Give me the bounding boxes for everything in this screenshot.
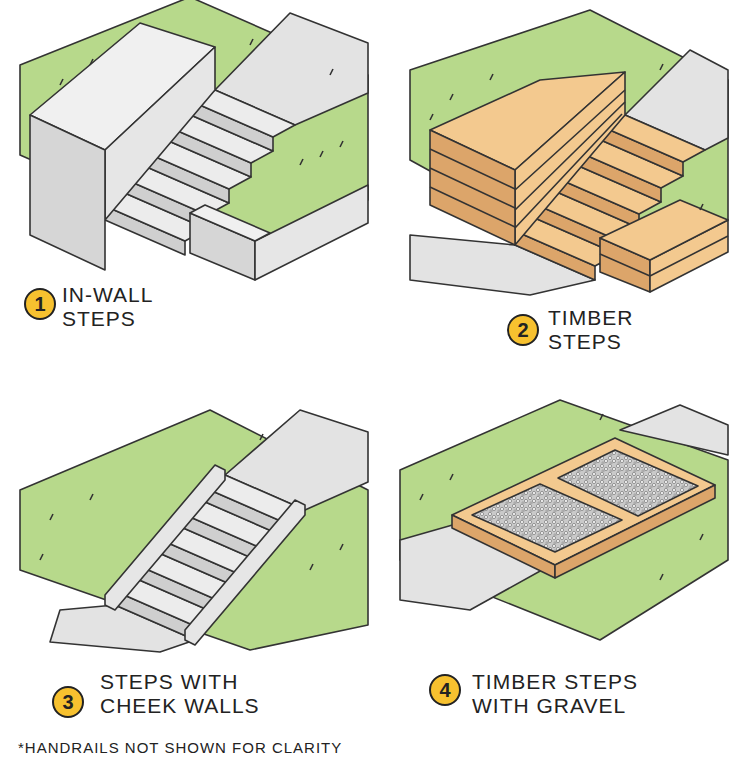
- callout-number: 3: [62, 692, 73, 712]
- step-type-label: TIMBER STEPS WITH GRAVEL: [472, 670, 662, 717]
- callout-circle: 2: [507, 314, 539, 346]
- label-holder: IN-WALL STEPS: [62, 283, 174, 330]
- callout-circle: 1: [24, 288, 56, 320]
- label-holder: TIMBER STEPS: [548, 306, 660, 353]
- callout-circle: 3: [52, 686, 84, 718]
- label-holder: TIMBER STEPS WITH GRAVEL: [472, 670, 662, 717]
- label-holder: STEPS WITH CHEEK WALLS: [100, 670, 278, 717]
- callout-number: 4: [439, 680, 450, 700]
- step-type-label: IN-WALL STEPS: [62, 283, 174, 330]
- step-type-label: TIMBER STEPS: [548, 306, 660, 353]
- callout-number: 2: [517, 320, 528, 340]
- callout-circle: 4: [429, 674, 461, 706]
- callout-number: 1: [34, 294, 45, 314]
- label-holder: *HANDRAILS NOT SHOWN FOR CLARITY: [18, 740, 342, 757]
- footnote: *HANDRAILS NOT SHOWN FOR CLARITY: [18, 740, 342, 757]
- step-type-label: STEPS WITH CHEEK WALLS: [100, 670, 278, 717]
